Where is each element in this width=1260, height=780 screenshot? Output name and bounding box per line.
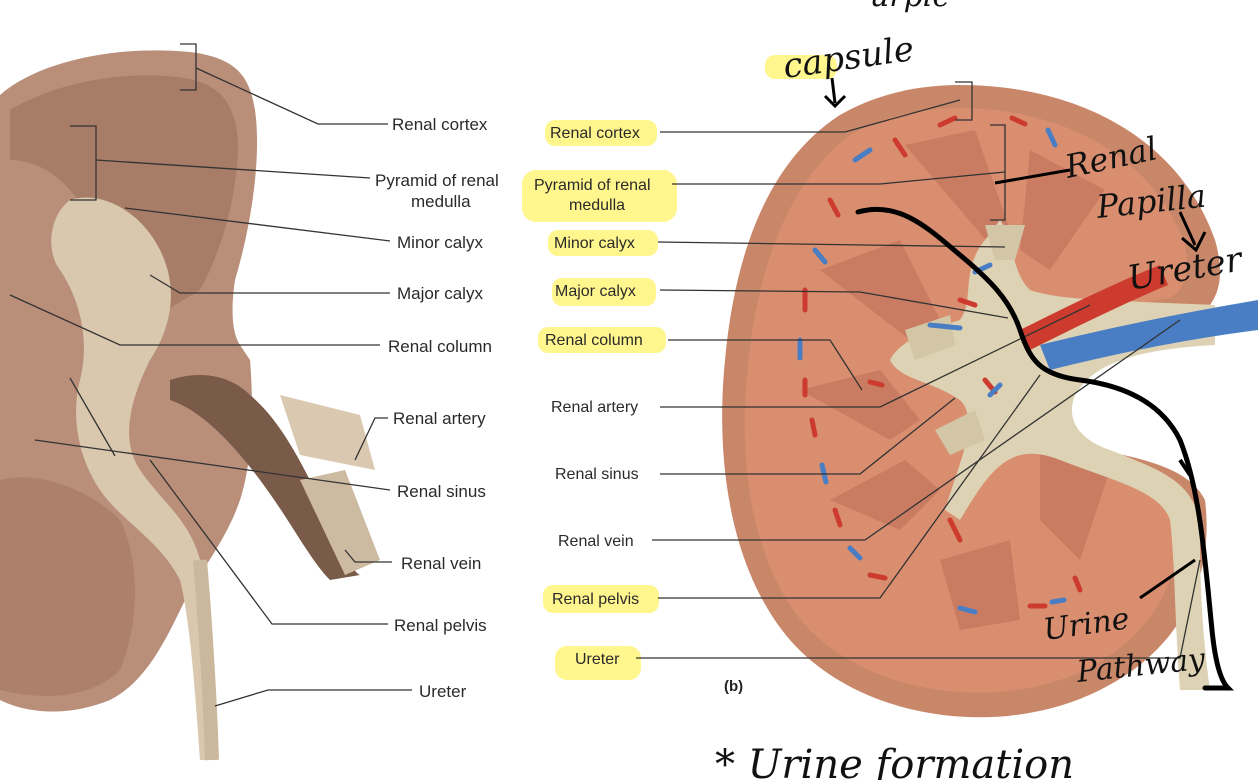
photo-label-minor-calyx: Minor calyx — [397, 233, 483, 252]
photo-label-renal-column: Renal column — [388, 337, 492, 356]
photo-label-renal-cortex: Renal cortex — [392, 115, 488, 134]
illus-label-ureter: Ureter — [575, 651, 620, 668]
illus-label-renal-cortex: Renal cortex — [550, 125, 640, 142]
kidney-photo — [0, 50, 380, 760]
illus-label-major-calyx: Major calyx — [555, 283, 636, 300]
illus-label-pyramid-1: Pyramid of renal — [534, 177, 651, 194]
illus-label-pyramid-2: medulla — [569, 197, 625, 214]
vessel-dash — [870, 382, 882, 385]
vessel-dash — [812, 420, 815, 435]
illus-label-renal-pelvis: Renal pelvis — [552, 591, 639, 608]
illus-label-renal-column: Renal column — [545, 332, 643, 349]
photo-label-major-calyx: Major calyx — [397, 284, 483, 303]
photo-label-renal-pelvis: Renal pelvis — [394, 616, 487, 635]
capsule-arrow-shaft — [832, 78, 835, 103]
illus-label-renal-vein: Renal vein — [558, 533, 634, 550]
vessel-dash — [870, 575, 885, 578]
photo-label-group: Renal cortex Pyramid of renal medulla Mi… — [375, 115, 499, 701]
photo-label-pyramid-2: medulla — [411, 192, 471, 211]
vessel-dash — [1052, 600, 1064, 602]
photo-label-ureter: Ureter — [419, 682, 467, 701]
illus-label-renal-sinus: Renal sinus — [555, 466, 639, 483]
illus-label-renal-artery: Renal artery — [551, 399, 638, 416]
photo-label-renal-vein: Renal vein — [401, 554, 481, 573]
hand-capsule: capsule — [781, 29, 917, 87]
hand-top-fragment: urple — [870, 0, 950, 14]
photo-label-renal-artery: Renal artery — [393, 409, 486, 428]
hand-bottom-note: * Urine formation — [715, 742, 1074, 780]
panel-caption: (b) — [724, 678, 743, 695]
illus-label-minor-calyx: Minor calyx — [554, 235, 635, 252]
photo-label-pyramid-1: Pyramid of renal — [375, 171, 499, 190]
vessel-dash — [930, 325, 960, 328]
photo-label-renal-sinus: Renal sinus — [397, 482, 486, 501]
leader-ureter — [215, 690, 412, 706]
